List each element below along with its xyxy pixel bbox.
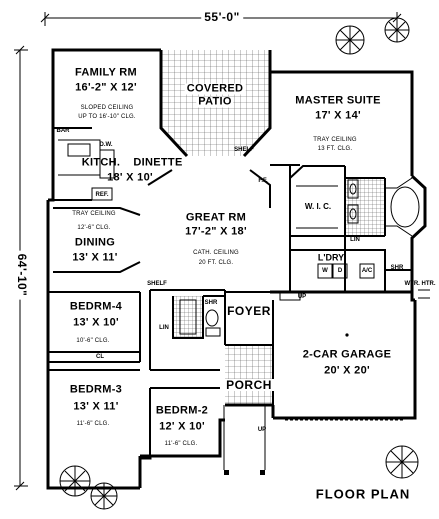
overall-depth-label: 64'-10" — [15, 250, 29, 300]
great-room-note-1: CATH. CEILING — [193, 250, 239, 256]
ff-label: F.F. — [258, 178, 268, 184]
shower-label-2: SHR — [204, 300, 218, 306]
bedrm4-name: BEDRM-4 — [69, 300, 123, 313]
bedrm2-size: 12' X 10' — [159, 420, 205, 433]
shower-label: SHR — [390, 265, 404, 271]
foyer-label: FOYER — [227, 304, 271, 318]
washer-label: W — [322, 268, 328, 274]
porch-steps — [223, 405, 266, 470]
dining-note-2: 12'-6" CLG. — [77, 225, 111, 231]
bedrm3-size: 13' X 11' — [73, 400, 119, 413]
master-vanity — [347, 179, 359, 224]
overall-width-label: 55'-0" — [201, 11, 243, 23]
ac-label: A/C — [361, 268, 373, 274]
closet-label: CL — [96, 354, 104, 360]
kitchen-name: KITCH. — [81, 156, 121, 169]
wic-label: W. I. C. — [304, 202, 332, 211]
dining-name: DINING — [74, 236, 116, 249]
dining-note-1: TRAY CEILING — [72, 211, 116, 217]
garage-size: 20' X 20' — [324, 364, 370, 377]
garage-steps — [279, 289, 430, 301]
master-suite-name: MASTER SUITE — [295, 94, 381, 107]
kitchen-counters — [58, 139, 115, 201]
patio-name-line-2: PATIO — [196, 95, 234, 108]
family-room-size: 16'-2" X 12' — [75, 81, 137, 94]
dinette-name: DINETTE — [133, 156, 183, 169]
dining-size: 13' X 11' — [72, 251, 118, 264]
linen-label-2: LIN — [159, 325, 169, 331]
bar-label: BAR — [56, 128, 70, 134]
exterior-walls — [46, 48, 427, 490]
garage-marker — [345, 333, 349, 337]
dryer-label: D — [337, 268, 343, 274]
tree-icon — [59, 17, 419, 510]
laundry-label: L'DRY — [317, 252, 345, 263]
garage-up-label: UP — [297, 294, 307, 300]
bath-tile — [345, 178, 385, 236]
master-suite-note-1: TRAY CEILING — [313, 137, 357, 143]
plan-title: FLOOR PLAN — [315, 486, 411, 502]
great-room-note-2: 20 FT. CLG. — [198, 260, 234, 266]
shelf-label-2: SHELF — [147, 281, 167, 287]
bedrm3-name: BEDRM-3 — [69, 383, 123, 396]
family-room-name: FAMILY RM — [75, 66, 137, 79]
great-room-size: 17'-2" X 18' — [185, 225, 247, 238]
great-room-name: GREAT RM — [185, 211, 247, 224]
porch-label: PORCH — [224, 378, 274, 392]
refrigerator-label: REF. — [95, 192, 109, 198]
bedrm4-note: 10'-6" CLG. — [76, 338, 110, 344]
family-room-note-1: SLOPED CEILING — [80, 105, 134, 111]
bedrm2-note: 11'-6" CLG. — [164, 441, 198, 447]
hall-bath-fixtures — [179, 299, 221, 337]
kitchen-size: 18' X 10' — [107, 171, 153, 184]
bedrm3-note: 11'-6" CLG. — [76, 421, 110, 427]
garage-name: 2-CAR GARAGE — [302, 348, 392, 361]
bedrm4-size: 13' X 10' — [73, 316, 119, 329]
porch-up-label: UP — [257, 427, 267, 433]
master-tub — [385, 177, 420, 237]
shelf-label: SHELF — [234, 147, 254, 153]
laundry-appliances — [317, 263, 375, 279]
water-heater-label: WTR. HTR. — [404, 281, 436, 287]
master-suite-note-2: 13 FT. CLG. — [317, 146, 353, 152]
porch-tile — [225, 345, 273, 405]
bath2-tile — [173, 296, 203, 338]
porch-posts — [224, 470, 265, 475]
patio-name-line-1: COVERED — [184, 82, 246, 95]
bedrm2-name: BEDRM-2 — [155, 404, 209, 417]
linen-label: LIN — [350, 237, 360, 243]
wic-closet — [296, 185, 338, 229]
master-suite-size: 17' X 14' — [315, 109, 361, 122]
family-room-note-2: UP TO 16'-10" CLG. — [78, 114, 136, 120]
dishwasher-label: D.W. — [99, 142, 113, 148]
